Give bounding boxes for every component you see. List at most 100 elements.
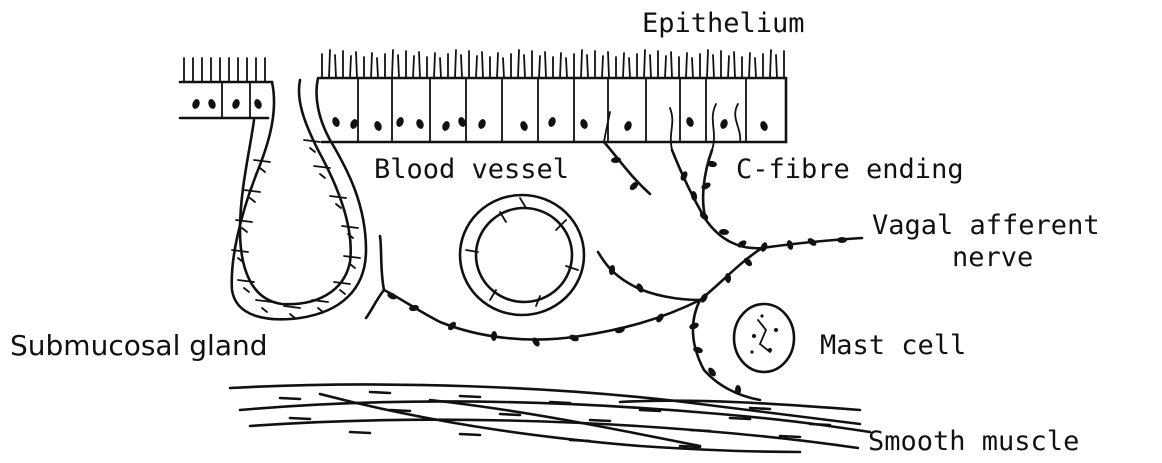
- muscle-nucleus: [370, 392, 390, 393]
- nucleus: [331, 116, 341, 128]
- cilium: [503, 58, 504, 78]
- muscle-nucleus: [780, 436, 800, 437]
- cilium: [524, 55, 525, 78]
- muscle-nucleus: [730, 418, 750, 419]
- cilium: [539, 56, 540, 78]
- muscle-nucleus: [690, 430, 710, 431]
- gland-cell-nucleus: [320, 174, 325, 178]
- cilium: [686, 53, 687, 78]
- muscle-nucleus: [640, 410, 660, 411]
- cilium: [770, 50, 771, 78]
- cilium: [560, 53, 561, 78]
- varicosity: [568, 333, 579, 342]
- cilium: [581, 50, 582, 78]
- muscle-nucleus: [750, 408, 770, 409]
- muscle-nucleus: [810, 424, 830, 425]
- muscle-nucleus: [550, 402, 570, 403]
- nucleus: [477, 118, 487, 130]
- muscle-nucleus: [460, 434, 480, 435]
- cilium: [545, 52, 546, 78]
- gland-cell-nucleus: [318, 308, 323, 312]
- cilium: [356, 52, 357, 78]
- muscle-nucleus: [280, 398, 300, 399]
- muscle-nucleus: [350, 432, 370, 433]
- cilium: [755, 58, 756, 78]
- cilia-main: [322, 50, 784, 78]
- cilium: [602, 56, 603, 78]
- gland-cell-nucleus: [260, 168, 265, 172]
- cilium: [623, 53, 624, 78]
- cilium: [329, 50, 330, 78]
- cilium: [587, 55, 588, 78]
- nucleus: [719, 118, 729, 130]
- label-vagal-nerve: nerve: [952, 244, 1033, 271]
- cilium: [665, 56, 666, 78]
- gland-cell-nucleus: [350, 264, 355, 268]
- gland-cell-wall: [334, 282, 350, 284]
- gland-cell-wall: [254, 160, 270, 162]
- varicosity: [700, 181, 712, 191]
- gland-cell-wall: [342, 226, 358, 228]
- smooth-muscle-shape: [230, 385, 870, 452]
- cilium: [461, 55, 462, 78]
- gland-cell-nucleus: [310, 148, 315, 152]
- muscle-nucleus: [460, 396, 480, 397]
- cilium: [371, 53, 372, 78]
- nucleus: [191, 98, 201, 110]
- muscle-nucleus: [680, 446, 700, 447]
- cilium: [644, 50, 645, 78]
- epithelial-cells: [358, 78, 746, 142]
- nucleus: [759, 120, 769, 132]
- mast-cell-shape: [734, 304, 794, 372]
- gland-cell-nucleus: [340, 290, 345, 294]
- gland-cell-wall: [330, 196, 346, 198]
- gland-cell-nucleus: [262, 308, 267, 312]
- label-blood-vessel: Blood vessel: [374, 156, 569, 183]
- epithelial-nuclei: [191, 98, 769, 132]
- cilium: [671, 52, 672, 78]
- cilium: [350, 56, 351, 78]
- nucleus: [207, 98, 217, 110]
- nucleus: [519, 120, 529, 132]
- nucleus: [395, 116, 405, 128]
- cilium: [518, 50, 519, 78]
- muscle-nucleus: [290, 418, 310, 419]
- cilium: [692, 58, 693, 78]
- cilium: [413, 56, 414, 78]
- label-smooth-muscle: Smooth muscle: [868, 428, 1079, 455]
- cilium: [398, 55, 399, 78]
- nucleus: [579, 118, 589, 130]
- gland-cell-wall: [344, 256, 360, 258]
- cilium: [482, 52, 483, 78]
- muscle-nucleus: [570, 440, 590, 441]
- label-vagal-afferent: Vagal afferent: [872, 212, 1100, 239]
- cilium: [707, 50, 708, 78]
- nucleus: [441, 120, 451, 132]
- gland-cell-wall: [244, 190, 260, 192]
- varicosity: [531, 336, 541, 348]
- cilium: [392, 50, 393, 78]
- label-epithelium: Epithelium: [642, 10, 805, 37]
- nucleus: [547, 116, 557, 128]
- cilium: [434, 53, 435, 78]
- nucleus: [373, 120, 383, 132]
- varicosity: [786, 239, 795, 250]
- gland-cell-nucleus: [290, 314, 295, 318]
- nucleus: [623, 120, 633, 132]
- epithelium-main-segment: [320, 78, 786, 142]
- cilia-left: [184, 58, 265, 82]
- cilium: [335, 55, 336, 78]
- gland-cell-nucleus: [244, 288, 249, 292]
- gland-cell-nucleus: [250, 198, 255, 202]
- gland-cell-wall: [304, 140, 320, 142]
- cilium: [497, 53, 498, 78]
- cilium: [650, 55, 651, 78]
- varicosity: [491, 331, 498, 341]
- label-mast-cell: Mast cell: [820, 332, 966, 359]
- muscle-nucleus: [500, 414, 520, 415]
- cilium: [566, 58, 567, 78]
- cilium: [629, 58, 630, 78]
- blood-vessel-shape: [460, 195, 584, 315]
- muscle-nucleus: [590, 420, 610, 421]
- cilium: [476, 56, 477, 78]
